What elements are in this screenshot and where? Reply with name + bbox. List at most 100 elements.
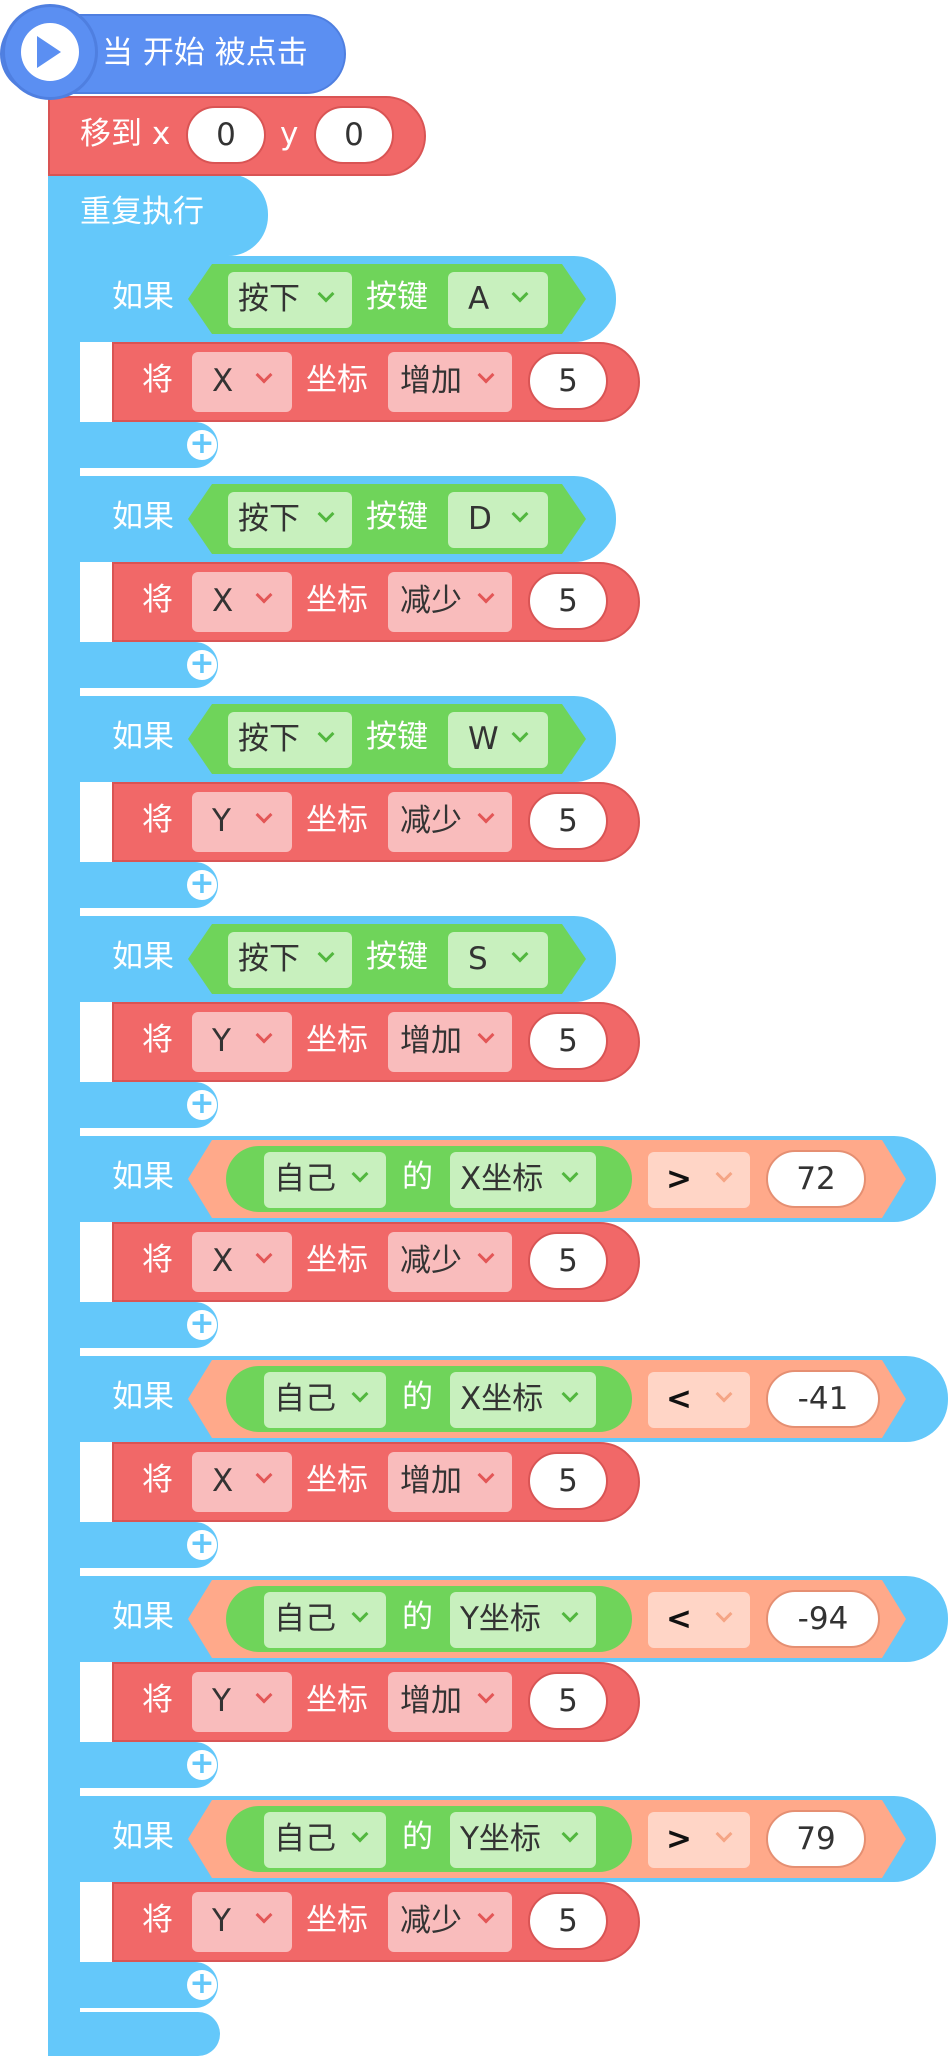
key-label: 按键 — [366, 939, 428, 975]
axis-dropdown[interactable]: Y — [192, 1892, 292, 1952]
chevron-down-icon — [317, 725, 335, 743]
add-else-button[interactable]: + — [187, 429, 217, 460]
self-dropdown[interactable]: 自己 — [264, 1372, 386, 1428]
chevron-down-icon — [511, 725, 529, 743]
chevron-down-icon — [351, 1385, 369, 1403]
add-else-button[interactable]: + — [187, 869, 217, 900]
amount-input[interactable]: 5 — [528, 792, 608, 850]
chevron-down-icon — [477, 1246, 495, 1264]
amount-input[interactable]: 5 — [528, 1232, 608, 1290]
pressed-dropdown[interactable]: 按下 — [228, 272, 352, 328]
self-dropdown[interactable]: 自己 — [264, 1152, 386, 1208]
key-label: 按键 — [366, 499, 428, 535]
amount-input[interactable]: 5 — [528, 572, 608, 630]
amount-input[interactable]: 5 — [528, 1892, 608, 1950]
if-label: 如果 — [112, 1599, 174, 1635]
set-label: 将 — [142, 1682, 173, 1718]
threshold-input[interactable]: -41 — [766, 1370, 880, 1428]
axis-dropdown[interactable]: X — [192, 1232, 292, 1292]
event-label: 当 开始 被点击 — [102, 35, 308, 71]
operation-dropdown[interactable]: 减少 — [388, 1232, 512, 1292]
pressed-dropdown[interactable]: 按下 — [228, 932, 352, 988]
property-dropdown[interactable]: X坐标 — [450, 1152, 596, 1208]
pressed-dropdown[interactable]: 按下 — [228, 712, 352, 768]
comparison-operator-dropdown[interactable]: > — [648, 1152, 750, 1208]
chevron-down-icon — [255, 1686, 273, 1704]
coordinate-label: 坐标 — [306, 1902, 368, 1938]
chevron-down-icon — [561, 1605, 579, 1623]
chevron-down-icon — [715, 1165, 733, 1183]
operation-dropdown[interactable]: 增加 — [388, 352, 512, 412]
of-label: 的 — [402, 1599, 433, 1635]
amount-input[interactable]: 5 — [528, 1672, 608, 1730]
goto-y-input[interactable]: 0 — [314, 106, 394, 164]
of-label: 的 — [402, 1159, 433, 1195]
set-label: 将 — [142, 1462, 173, 1498]
threshold-input[interactable]: -94 — [766, 1590, 880, 1648]
comparison-operator-dropdown[interactable]: < — [648, 1372, 750, 1428]
axis-dropdown[interactable]: Y — [192, 1012, 292, 1072]
chevron-down-icon — [255, 1246, 273, 1264]
key-dropdown[interactable]: A — [448, 272, 548, 328]
amount-input[interactable]: 5 — [528, 1012, 608, 1070]
threshold-input[interactable]: 72 — [766, 1150, 866, 1208]
self-dropdown[interactable]: 自己 — [264, 1812, 386, 1868]
if-label: 如果 — [112, 719, 174, 755]
key-dropdown[interactable]: S — [448, 932, 548, 988]
operation-dropdown[interactable]: 减少 — [388, 792, 512, 852]
set-label: 将 — [142, 1022, 173, 1058]
amount-input[interactable]: 5 — [528, 352, 608, 410]
if-label: 如果 — [112, 1379, 174, 1415]
operation-dropdown[interactable]: 增加 — [388, 1012, 512, 1072]
axis-dropdown[interactable]: Y — [192, 792, 292, 852]
axis-dropdown[interactable]: X — [192, 1452, 292, 1512]
key-dropdown[interactable]: W — [448, 712, 548, 768]
chevron-down-icon — [561, 1165, 579, 1183]
chevron-down-icon — [317, 945, 335, 963]
pressed-dropdown[interactable]: 按下 — [228, 492, 352, 548]
if-label: 如果 — [112, 499, 174, 535]
axis-dropdown[interactable]: Y — [192, 1672, 292, 1732]
of-label: 的 — [402, 1819, 433, 1855]
operation-dropdown[interactable]: 增加 — [388, 1452, 512, 1512]
chevron-down-icon — [255, 1466, 273, 1484]
amount-input[interactable]: 5 — [528, 1452, 608, 1510]
add-else-button[interactable]: + — [187, 1309, 217, 1340]
chevron-down-icon — [511, 945, 529, 963]
coordinate-label: 坐标 — [306, 1462, 368, 1498]
property-dropdown[interactable]: Y坐标 — [450, 1812, 596, 1868]
self-dropdown[interactable]: 自己 — [264, 1592, 386, 1648]
if-label: 如果 — [112, 1819, 174, 1855]
add-else-button[interactable]: + — [187, 1969, 217, 2000]
axis-dropdown[interactable]: X — [192, 572, 292, 632]
comparison-operator-dropdown[interactable]: < — [648, 1592, 750, 1648]
chevron-down-icon — [715, 1605, 733, 1623]
repeat-block-arm — [48, 250, 80, 2020]
threshold-input[interactable]: 79 — [766, 1810, 866, 1868]
property-dropdown[interactable]: Y坐标 — [450, 1592, 596, 1648]
chevron-down-icon — [477, 366, 495, 384]
property-dropdown[interactable]: X坐标 — [450, 1372, 596, 1428]
add-else-button[interactable]: + — [187, 1089, 217, 1120]
repeat-block[interactable] — [48, 174, 268, 256]
coordinate-label: 坐标 — [306, 1022, 368, 1058]
operation-dropdown[interactable]: 减少 — [388, 572, 512, 632]
operation-dropdown[interactable]: 减少 — [388, 1892, 512, 1952]
goto-label: 移到 x — [80, 116, 171, 152]
goto-x-input[interactable]: 0 — [186, 106, 266, 164]
add-else-button[interactable]: + — [187, 1749, 217, 1780]
set-label: 将 — [142, 802, 173, 838]
add-else-button[interactable]: + — [187, 1529, 217, 1560]
chevron-down-icon — [477, 1026, 495, 1044]
chevron-down-icon — [477, 1906, 495, 1924]
axis-dropdown[interactable]: X — [192, 352, 292, 412]
key-dropdown[interactable]: D — [448, 492, 548, 548]
coordinate-label: 坐标 — [306, 362, 368, 398]
operation-dropdown[interactable]: 增加 — [388, 1672, 512, 1732]
add-else-button[interactable]: + — [187, 649, 217, 680]
key-label: 按键 — [366, 279, 428, 315]
comparison-operator-dropdown[interactable]: > — [648, 1812, 750, 1868]
goto-y-label: y — [280, 116, 299, 152]
key-label: 按键 — [366, 719, 428, 755]
